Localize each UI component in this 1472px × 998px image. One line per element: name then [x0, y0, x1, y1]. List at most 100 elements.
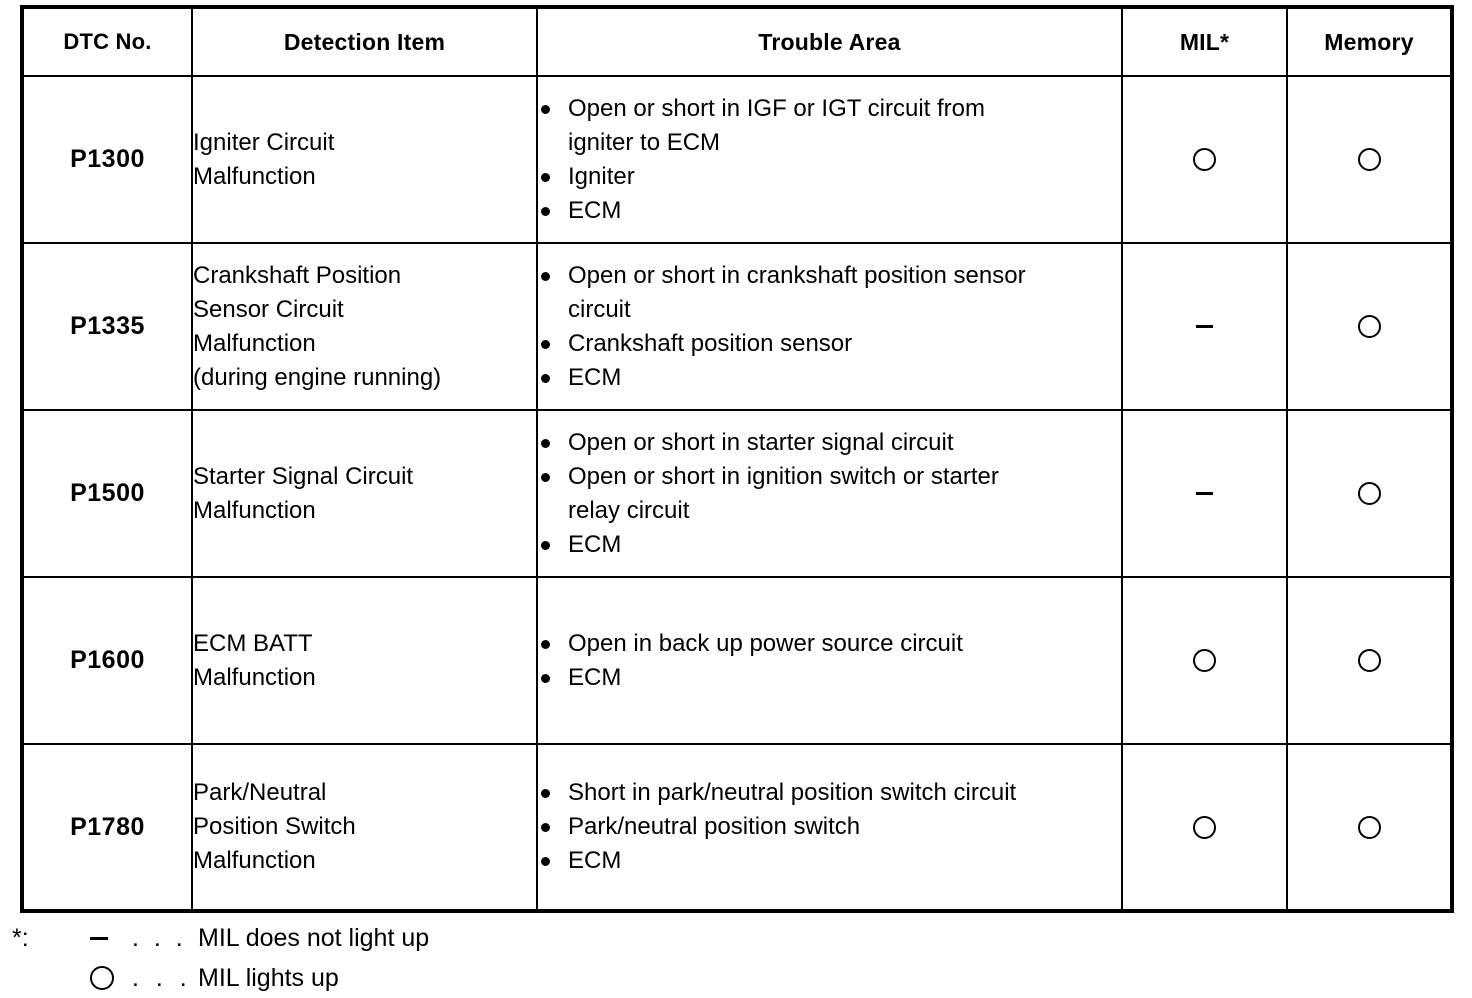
- trouble-area-item: Open or short in IGF or IGT circuit from…: [538, 92, 1121, 160]
- trouble-area-item: Open in back up power source circuit: [538, 627, 1121, 661]
- trouble-area-cell: Open or short in crankshaft position sen…: [536, 242, 1123, 411]
- footnote-line: *: . . . . MIL does not light up: [12, 918, 429, 958]
- trouble-area-item: Open or short in starter signal circuit: [538, 426, 1121, 460]
- trouble-area-text: ECM: [568, 844, 1121, 878]
- bullet-icon: [541, 104, 550, 114]
- bullet-icon: [541, 373, 550, 383]
- trouble-area-text: ECM: [568, 661, 1121, 695]
- detection-item-line: Park/Neutral: [193, 779, 327, 806]
- detection-item-line: Starter Signal Circuit: [193, 462, 414, 490]
- mil-cell: [1121, 576, 1288, 745]
- dtc-number-cell: P1300: [21, 75, 193, 244]
- detection-item-line: Malfunction: [193, 496, 316, 524]
- column-header-mil: MIL*: [1121, 6, 1288, 77]
- dtc-table: DTC No. Detection Item Trouble Area MIL*…: [20, 5, 1454, 913]
- dash-icon: [1196, 325, 1213, 328]
- footnote-dots: . . .: [132, 964, 192, 992]
- trouble-area-text: Crankshaft position sensor: [568, 327, 1121, 361]
- column-header-memory: Memory: [1286, 6, 1453, 77]
- bullet-icon: [541, 857, 550, 866]
- dtc-number-cell: P1500: [21, 409, 193, 578]
- mil-cell: [1121, 409, 1288, 578]
- trouble-area-text-line: Crankshaft position sensor: [568, 329, 853, 357]
- bullet-icon: [541, 823, 550, 832]
- bullet-icon: [541, 438, 550, 448]
- dtc-number-cell: P1600: [21, 576, 193, 745]
- table-header: DTC No. Detection Item Trouble Area MIL*…: [21, 6, 1453, 77]
- circle-icon: [1193, 148, 1216, 171]
- circle-icon: [1357, 649, 1381, 672]
- trouble-area-item: ECM: [538, 528, 1121, 562]
- footnote-marker: *:: [12, 924, 29, 952]
- bullet-icon: [541, 172, 550, 182]
- trouble-area-text-line: ECM: [568, 847, 622, 874]
- column-header-trouble-area: Trouble Area: [536, 6, 1123, 77]
- trouble-area-cell: Short in park/neutral position switch ci…: [536, 743, 1123, 912]
- trouble-area-text-line: Short in park/neutral position switch ci…: [568, 779, 1017, 806]
- detection-item-line: ECM BATT: [193, 629, 313, 657]
- trouble-area-text-line: Park/neutral position switch: [568, 813, 861, 840]
- trouble-area-item: ECM: [538, 661, 1121, 695]
- trouble-area-text: Open or short in ignition switch or star…: [568, 460, 1121, 528]
- trouble-area-item: ECM: [538, 361, 1121, 395]
- trouble-area-item: Open or short in crankshaft position sen…: [538, 259, 1121, 327]
- memory-cell: [1286, 576, 1453, 745]
- trouble-area-text-line: igniter to ECM: [568, 128, 721, 156]
- trouble-area-list: Open or short in IGF or IGT circuit from…: [538, 92, 1121, 228]
- dtc-number-cell: P1335: [21, 242, 193, 411]
- dash-icon: [90, 936, 132, 940]
- trouble-area-text: Open or short in IGF or IGT circuit from…: [568, 92, 1121, 160]
- trouble-area-item: ECM: [538, 844, 1121, 878]
- trouble-area-text-line: Open or short in ignition switch or star…: [568, 462, 999, 490]
- circle-icon: [90, 966, 132, 990]
- trouble-area-text: Igniter: [568, 160, 1121, 194]
- trouble-area-list: Short in park/neutral position switch ci…: [538, 776, 1121, 878]
- circle-icon: [1193, 815, 1216, 839]
- trouble-area-text-line: ECM: [568, 363, 622, 391]
- memory-cell: [1286, 242, 1453, 411]
- bullet-icon: [541, 639, 550, 649]
- bullet-icon: [541, 206, 550, 216]
- trouble-area-text-line: circuit: [568, 295, 631, 323]
- detection-item-line: Position Switch: [193, 813, 356, 840]
- trouble-area-text: Open or short in starter signal circuit: [568, 426, 1121, 460]
- trouble-area-text: ECM: [568, 361, 1121, 395]
- detection-item-line: Malfunction: [193, 663, 316, 691]
- trouble-area-cell: Open or short in IGF or IGT circuit from…: [536, 75, 1123, 244]
- bullet-icon: [541, 673, 550, 683]
- trouble-area-item: Park/neutral position switch: [538, 810, 1121, 844]
- detection-item-line: Malfunction: [193, 329, 316, 357]
- circle-icon: [1357, 482, 1381, 505]
- footnote-legend: *: . . . . MIL does not light up . . . M…: [12, 918, 429, 998]
- circle-icon: [1357, 815, 1381, 839]
- trouble-area-text-line: ECM: [568, 196, 622, 224]
- trouble-area-text: ECM: [568, 528, 1121, 562]
- header-row: DTC No. Detection Item Trouble Area MIL*…: [21, 6, 1453, 77]
- detection-item-line: Sensor Circuit: [193, 295, 344, 323]
- mil-cell: [1121, 75, 1288, 244]
- trouble-area-text-line: Open in back up power source circuit: [568, 629, 963, 657]
- trouble-area-list: Open or short in crankshaft position sen…: [538, 259, 1121, 395]
- trouble-area-item: ECM: [538, 194, 1121, 228]
- trouble-area-text-line: Open or short in starter signal circuit: [568, 428, 954, 456]
- bullet-icon: [541, 339, 550, 349]
- detection-item-cell: ECM BATT Malfunction: [191, 576, 538, 745]
- memory-cell: [1286, 409, 1453, 578]
- trouble-area-text-line: ECM: [568, 530, 622, 558]
- trouble-area-text: Open in back up power source circuit: [568, 627, 1121, 661]
- trouble-area-item: Crankshaft position sensor: [538, 327, 1121, 361]
- trouble-area-text: Open or short in crankshaft position sen…: [568, 259, 1121, 327]
- detection-item-line: Igniter Circuit: [193, 128, 335, 156]
- trouble-area-item: Igniter: [538, 160, 1121, 194]
- footnote-text: MIL does not light up: [198, 924, 430, 952]
